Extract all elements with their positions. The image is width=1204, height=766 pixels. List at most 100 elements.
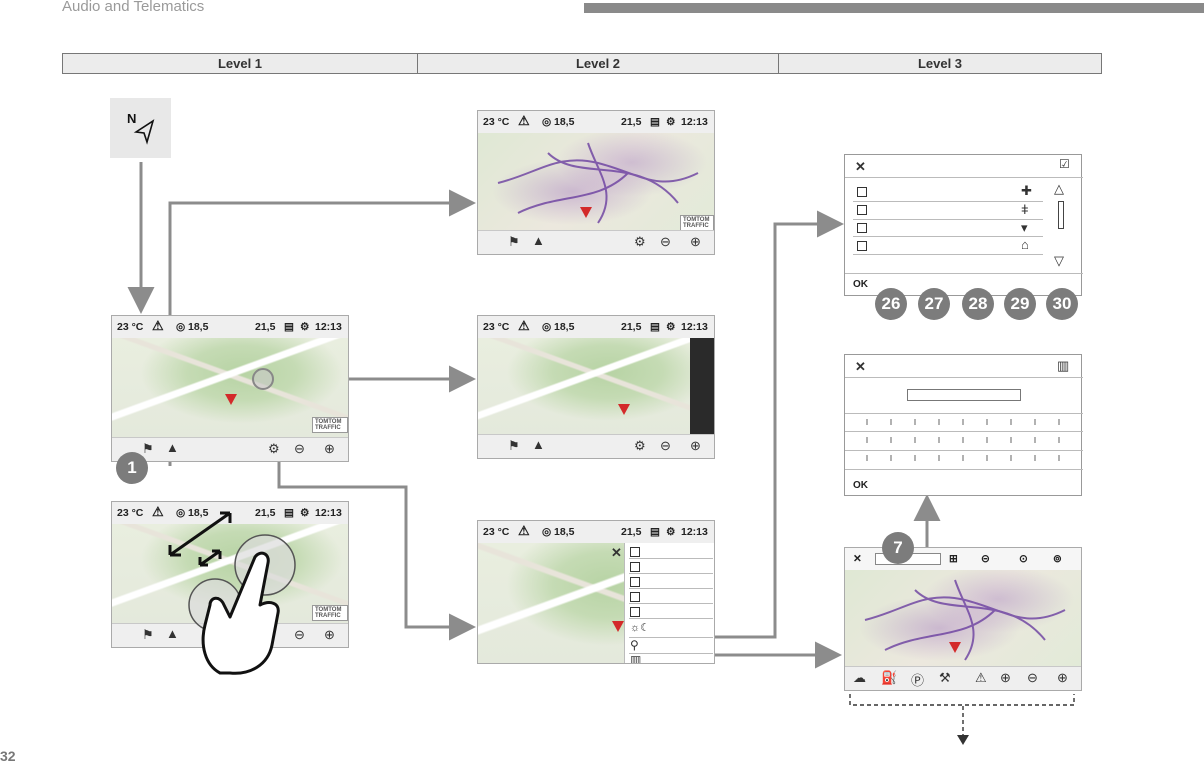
add-icon[interactable]: ⊕: [1000, 670, 1011, 685]
time-readout: 12:13: [315, 507, 342, 519]
warning-icon: ⚠: [518, 523, 530, 538]
checkbox-icon[interactable]: [630, 547, 640, 557]
zoom-in-icon[interactable]: ⊕: [324, 441, 335, 456]
poi-icon[interactable]: ⚲: [630, 638, 639, 652]
flag-icon[interactable]: ⚑: [142, 627, 154, 642]
fuel-icon[interactable]: ⛽: [881, 670, 898, 685]
flag-icon[interactable]: ⚑: [508, 234, 520, 249]
close-icon[interactable]: ✕: [611, 545, 622, 560]
north-icon[interactable]: ▲: [532, 437, 545, 452]
checkbox-icon[interactable]: [630, 577, 640, 587]
tools-bar: ✕ ⊞ ⊝ ⊙ ⊚: [845, 548, 1081, 571]
navigation-button[interactable]: N: [110, 98, 171, 158]
settings-icon: ⚙: [666, 116, 676, 128]
header-title: Audio and Telematics: [62, 0, 205, 15]
map-settings-icon[interactable]: ⚙: [268, 441, 280, 456]
position-marker: [618, 404, 630, 415]
map-settings-icon[interactable]: ▥: [630, 653, 642, 664]
callout-28: 28: [962, 288, 994, 320]
checkbox-icon[interactable]: [630, 592, 640, 602]
zoom-in-icon[interactable]: ⊕: [1057, 670, 1068, 685]
status-bar: 23 °C ⚠ ◎ 18,5 21,5 ▤ ⚙ 12:13: [478, 316, 714, 339]
map-settings-icon[interactable]: ⚙: [634, 234, 646, 249]
north-icon[interactable]: ▲: [166, 440, 179, 455]
temperature-readout: 23 °C: [117, 507, 144, 519]
radio-icon: ◎: [542, 526, 552, 538]
hospital-icon: ✚: [1021, 183, 1032, 198]
restaurant-icon: ǂ: [1021, 202, 1029, 217]
day-night-icon[interactable]: ☼☾: [630, 622, 650, 634]
message-icon: ▤: [650, 526, 660, 538]
zoom-out-icon[interactable]: ⊖: [1027, 670, 1038, 685]
zoom-out-icon[interactable]: ⊖: [294, 627, 305, 642]
distance-readout: 21,5: [621, 526, 642, 538]
level2-detail-screen: 23 °C ⚠ ◎ 18,5 21,5 ▤ ⚙ 12:13 ⚑ ▲ ⚙ ⊖ ⊕: [477, 315, 715, 459]
bottom-toolbar: ⚑ ▲ ⚙ ⊖ ⊕: [478, 230, 714, 254]
warning-icon[interactable]: ⚠: [975, 670, 987, 685]
callout-29: 29: [1004, 288, 1036, 320]
keyboard-keys[interactable]: [845, 413, 1083, 469]
speed-readout: 18,5: [554, 321, 575, 333]
level-1-label: Level 1: [63, 54, 418, 73]
level2-overview-screen: 23 °C ⚠ ◎ 18,5 21,5 ▤ ⚙ 12:13 TOMTOM TRA…: [477, 110, 715, 255]
checkbox-icon[interactable]: [857, 223, 867, 233]
zoom-out-icon[interactable]: ⊖: [660, 234, 671, 249]
close-button[interactable]: ✕: [855, 159, 866, 174]
zoom-out-icon[interactable]: ⊖: [660, 438, 671, 453]
callout-7: 7: [882, 532, 914, 564]
speed-readout: 18,5: [188, 321, 209, 333]
north-icon[interactable]: ▲: [532, 233, 545, 248]
speed-camera-icon[interactable]: ⊚: [1053, 553, 1062, 565]
ok-button[interactable]: OK: [853, 279, 868, 290]
select-all-icon[interactable]: ☑: [1059, 157, 1070, 171]
zoom-out-icon[interactable]: ⊖: [294, 441, 305, 456]
callout-27: 27: [918, 288, 950, 320]
navigation-icon: N: [127, 111, 155, 145]
position-marker: [949, 642, 961, 653]
distance-readout: 21,5: [255, 321, 276, 333]
map-view[interactable]: [478, 133, 714, 231]
scrollbar[interactable]: [1058, 201, 1064, 229]
speed-readout: 18,5: [188, 507, 209, 519]
checkbox-icon[interactable]: [857, 205, 867, 215]
compass-icon[interactable]: ⊙: [1019, 553, 1028, 565]
route-icon[interactable]: ⊝: [981, 553, 990, 565]
temperature-readout: 23 °C: [483, 116, 510, 128]
close-button[interactable]: ✕: [855, 359, 866, 374]
checkbox-icon[interactable]: [857, 241, 867, 251]
north-icon[interactable]: ▲: [166, 626, 179, 641]
traffic-label: TOMTOM TRAFFIC: [312, 417, 348, 433]
level-3-label: Level 3: [917, 56, 963, 71]
flag-icon[interactable]: ⚑: [142, 441, 154, 456]
close-button[interactable]: ✕: [853, 553, 862, 565]
search-input[interactable]: [907, 389, 1021, 401]
checkbox-icon[interactable]: [630, 562, 640, 572]
zoom-in-icon[interactable]: ⊕: [324, 627, 335, 642]
distance-readout: 21,5: [621, 321, 642, 333]
map-settings-icon[interactable]: ⚙: [634, 438, 646, 453]
warning-icon: ⚠: [518, 318, 530, 333]
map-view[interactable]: [112, 338, 348, 438]
distance-readout: 21,5: [255, 507, 276, 519]
map-view[interactable]: [478, 338, 714, 435]
speed-readout: 18,5: [554, 116, 575, 128]
checkbox-icon[interactable]: [857, 187, 867, 197]
scroll-down-icon[interactable]: ▽: [1054, 253, 1064, 268]
traffic-icon[interactable]: ⊞: [949, 553, 958, 565]
checkbox-icon[interactable]: [630, 607, 640, 617]
ok-button[interactable]: OK: [853, 480, 868, 491]
dealer-icon[interactable]: ⚒: [939, 670, 951, 685]
zoom-in-icon[interactable]: ⊕: [690, 234, 701, 249]
level-2-label: Level 2: [418, 54, 779, 73]
level-header: Level 1 Level 2 Level 3: [62, 53, 1102, 74]
weather-icon[interactable]: ☁: [853, 670, 866, 685]
page-number: 32: [0, 748, 16, 764]
search-keyboard-panel: ✕ ▥ OK: [844, 354, 1083, 496]
map-settings-icon[interactable]: ▥: [1057, 358, 1070, 373]
message-icon: ▤: [650, 116, 660, 128]
zoom-in-icon[interactable]: ⊕: [690, 438, 701, 453]
scroll-up-icon[interactable]: △: [1054, 181, 1064, 196]
parking-icon[interactable]: Ⓟ: [911, 673, 925, 688]
settings-icon: ⚙: [666, 526, 676, 538]
flag-icon[interactable]: ⚑: [508, 438, 520, 453]
